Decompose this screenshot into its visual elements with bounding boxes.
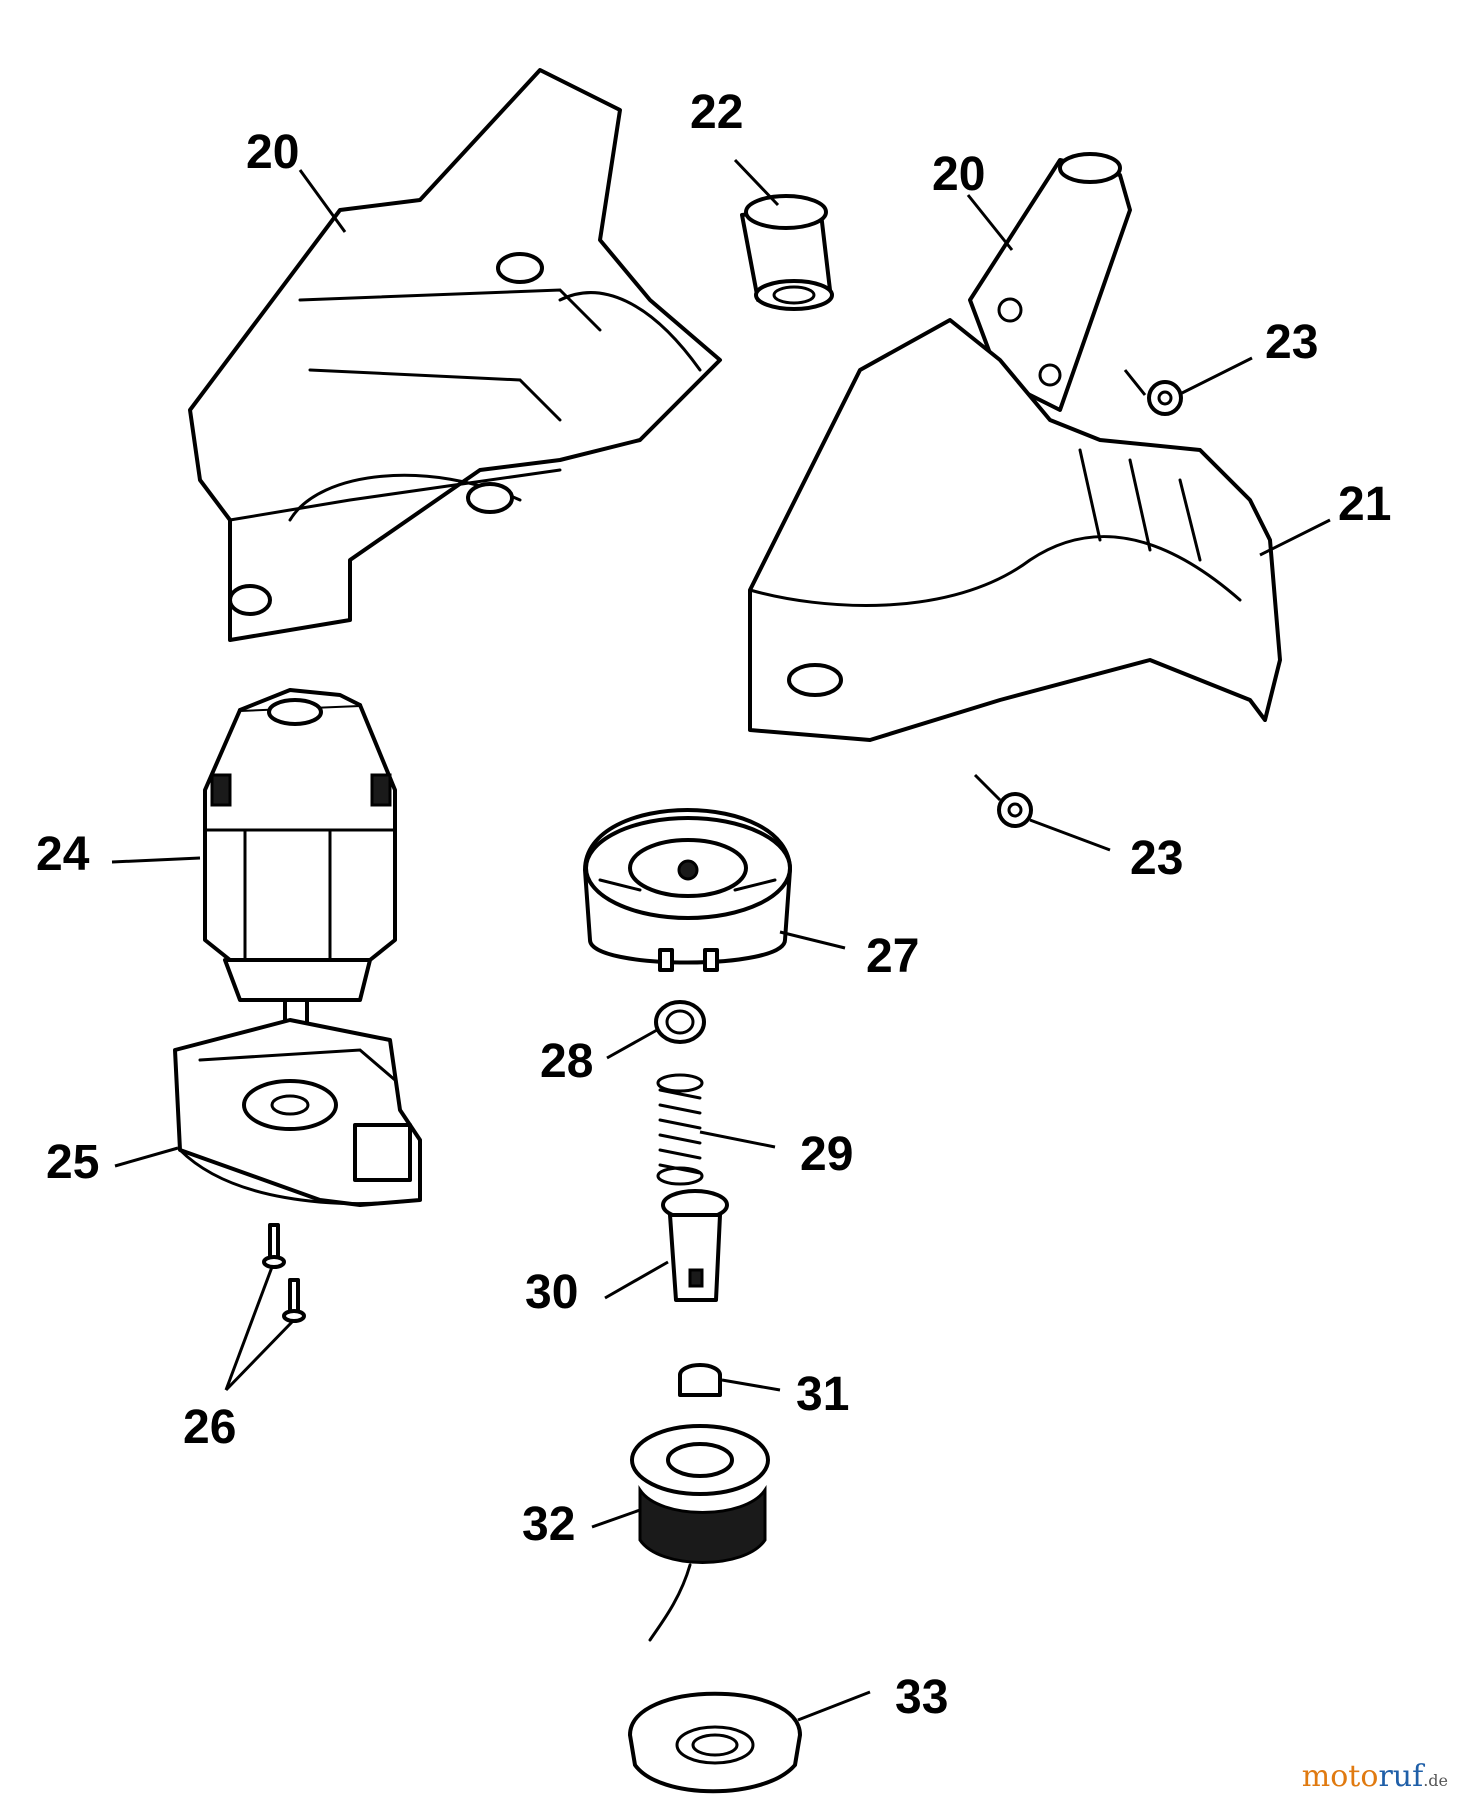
- watermark-brand-b: ruf: [1378, 1759, 1424, 1794]
- leader-33: [797, 1690, 871, 1722]
- leader-22: [733, 158, 780, 207]
- screw-upper: [1123, 369, 1183, 416]
- bump-button: [678, 1363, 722, 1397]
- spool-cap: [583, 808, 792, 972]
- screw-pair: [262, 1223, 306, 1323]
- motoruf-watermark: motoruf.de: [1302, 1759, 1448, 1794]
- callout-33: 33: [895, 1671, 948, 1724]
- callout-21: 21: [1338, 478, 1391, 531]
- callout-23-upper: 23: [1265, 316, 1318, 369]
- watermark-brand-a: moto: [1301, 1759, 1379, 1794]
- line-spool: [630, 1424, 770, 1642]
- leader-31: [721, 1378, 781, 1392]
- spool-base: [628, 1691, 802, 1794]
- callout-28: 28: [540, 1035, 593, 1088]
- electric-motor: [203, 688, 397, 1037]
- leader-32: [591, 1508, 641, 1529]
- leader-lines: [111, 158, 1331, 1722]
- callout-20-right: 20: [932, 148, 985, 201]
- sleeve: [740, 194, 834, 311]
- leader-28: [606, 1028, 658, 1060]
- callout-29: 29: [800, 1128, 853, 1181]
- callout-31: 31: [796, 1368, 849, 1421]
- leader-29: [699, 1130, 776, 1149]
- callout-24: 24: [36, 828, 90, 881]
- callout-30: 30: [525, 1266, 578, 1319]
- leader-23a: [1181, 356, 1253, 395]
- housing-half-left: [188, 68, 722, 642]
- compression-spring: [656, 1073, 704, 1186]
- leader-20a: [298, 169, 347, 233]
- leader-26a: [224, 1266, 274, 1391]
- retaining-ring: [654, 1000, 706, 1044]
- motor-housing-cup: [173, 1018, 422, 1207]
- leader-27: [779, 930, 846, 950]
- callout-25: 25: [46, 1136, 99, 1189]
- screw-lower: [973, 773, 1033, 828]
- callout-27: 27: [866, 930, 919, 983]
- leader-21: [1259, 518, 1331, 557]
- leader-26b: [224, 1320, 294, 1392]
- callout-labels: 20 22 20 23 21 24 23 27 28 29 25 30 31 2…: [36, 86, 1391, 1724]
- callout-26: 26: [183, 1401, 236, 1454]
- leader-24: [111, 856, 201, 864]
- callout-22: 22: [690, 86, 743, 139]
- watermark-suffix: .de: [1423, 1771, 1448, 1790]
- leader-20b: [966, 194, 1014, 251]
- callout-32: 32: [522, 1498, 575, 1551]
- housing-half-right: [748, 152, 1282, 742]
- leader-25: [114, 1146, 179, 1168]
- callout-23-lower: 23: [1130, 832, 1183, 885]
- leader-30: [604, 1260, 669, 1300]
- leader-23b: [1029, 818, 1111, 852]
- shaft-adapter: [661, 1189, 729, 1302]
- callout-20-left: 20: [246, 126, 299, 179]
